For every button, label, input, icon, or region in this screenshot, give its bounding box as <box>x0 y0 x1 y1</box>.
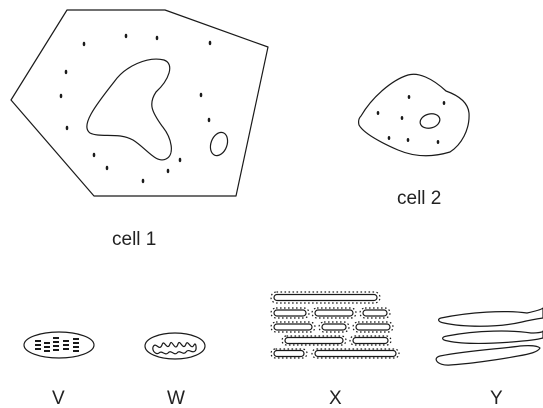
cell-1-label: cell 1 <box>112 229 156 250</box>
cell-2-granules <box>377 95 446 144</box>
organelle-x <box>271 292 399 358</box>
organelle-x-cisternae <box>271 292 399 358</box>
cell-1-vacuole <box>87 59 172 160</box>
cell-1 <box>11 10 268 196</box>
organelle-w-cristae <box>153 342 196 353</box>
cell-1-granules <box>60 34 212 183</box>
organelle-x-lumen <box>274 295 396 357</box>
cell-1-nucleus <box>207 130 230 158</box>
organelle-y-cisterna-3 <box>436 346 540 365</box>
cell-1-wall <box>11 10 268 196</box>
cell-2-nucleus <box>419 112 442 131</box>
organelle-w-label: W <box>167 388 185 408</box>
cell-2 <box>359 74 469 155</box>
organelle-y-cisterna-2 <box>443 331 543 343</box>
cell-2-membrane <box>359 74 469 155</box>
organelle-y-cisterna-1 <box>439 308 543 326</box>
organelle-x-label: X <box>329 388 342 408</box>
organelle-y <box>436 308 543 365</box>
organelle-v-grana <box>35 337 79 352</box>
cell-2-label: cell 2 <box>397 188 441 209</box>
organelle-y-label: Y <box>490 388 503 408</box>
organelle-v-label: V <box>52 388 65 408</box>
organelle-v <box>24 332 94 358</box>
organelle-w <box>145 333 205 359</box>
